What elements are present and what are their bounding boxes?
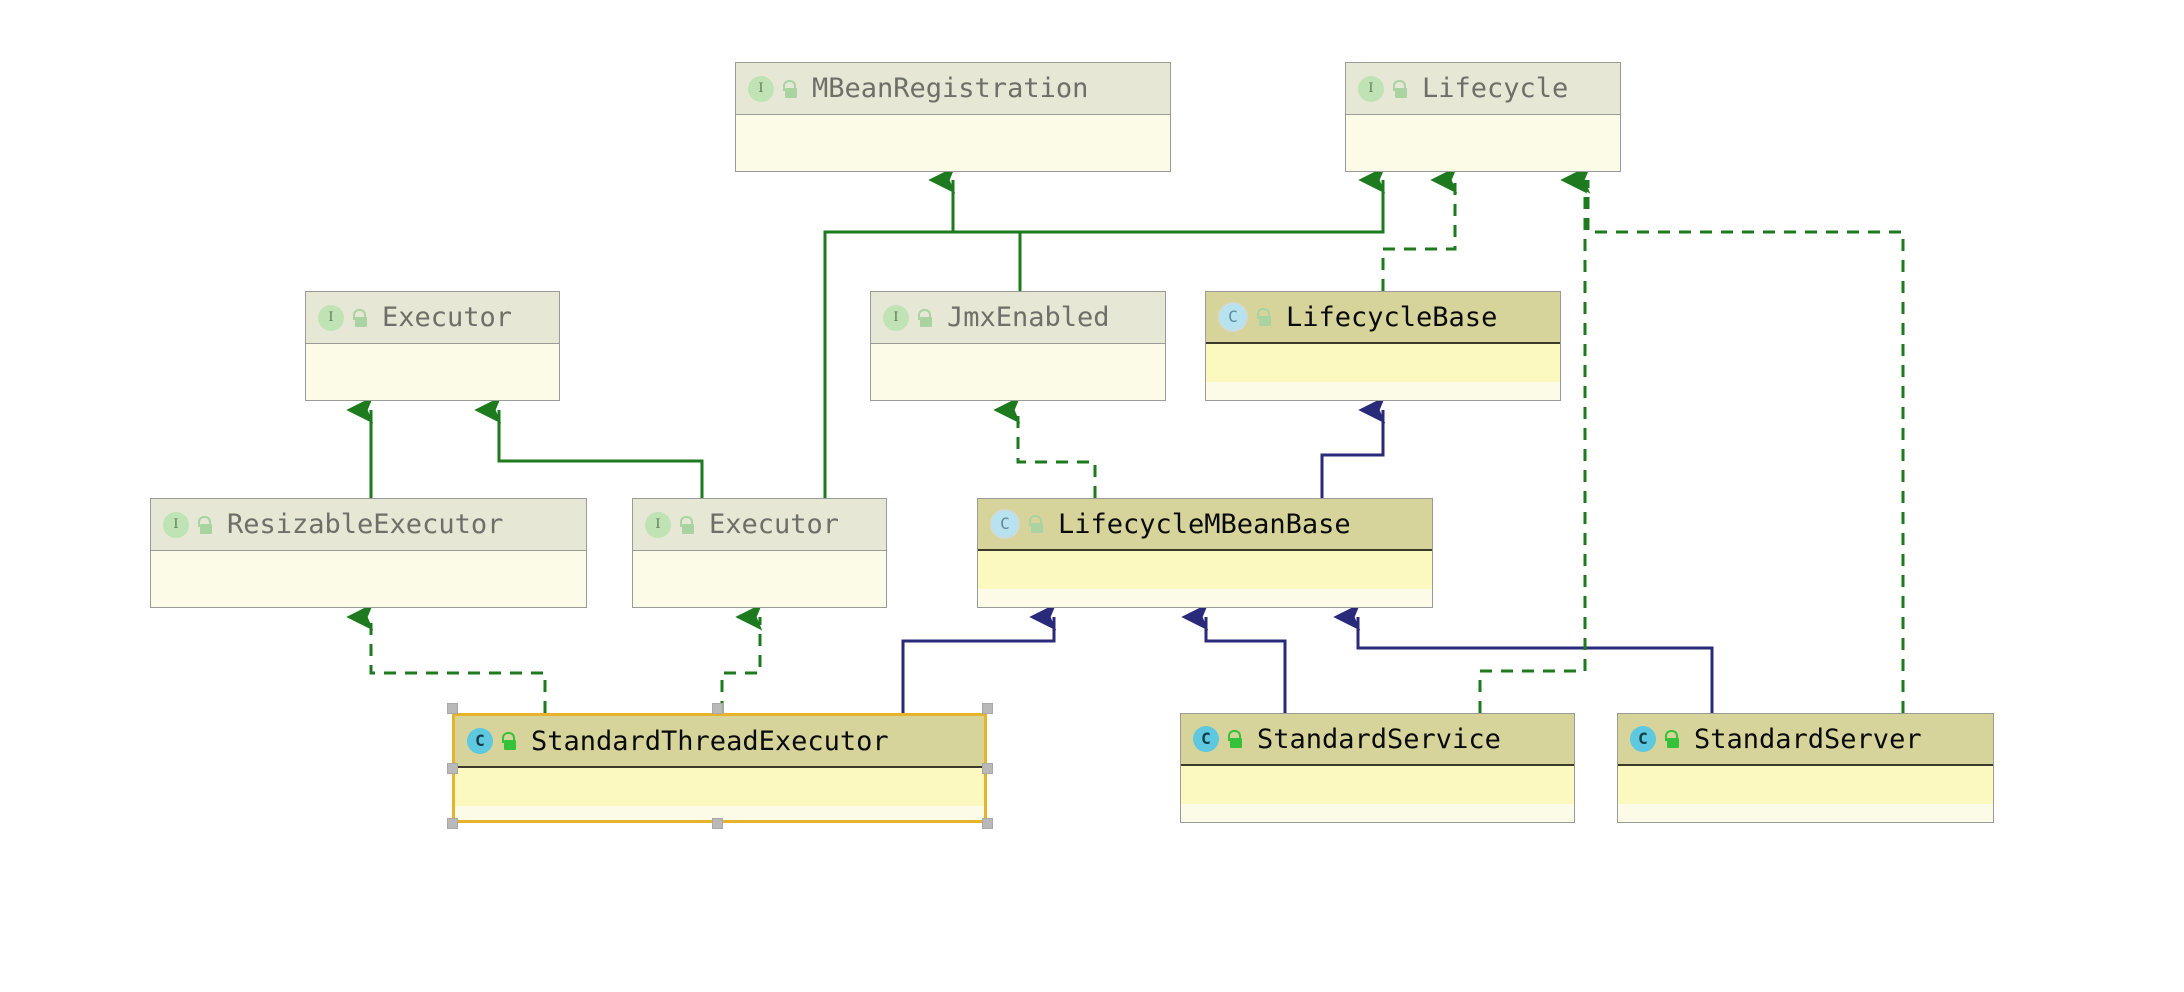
resize-handle-1[interactable] <box>712 703 723 714</box>
edge-lifecyclembeanbase-to-lifecyclebase[interactable] <box>1320 396 1386 498</box>
interface-circle-icon: I <box>318 304 344 331</box>
node-members-compartment <box>1346 115 1620 153</box>
node-title: Executor <box>382 302 513 333</box>
resize-handle-2[interactable] <box>982 703 993 714</box>
edge-executormid-to-executortop[interactable] <box>474 396 704 498</box>
interface-circle-icon: I <box>645 511 671 538</box>
node-members-compartment <box>1181 766 1574 804</box>
node-header: I ResizableExecutor <box>151 499 586 551</box>
edge-standardservice-to-lifecycle[interactable] <box>1478 166 1588 713</box>
node-members-compartment <box>151 551 586 589</box>
edge-jmxenabled-to-mbeanregistration[interactable] <box>928 166 1022 291</box>
node-members-compartment <box>306 344 559 382</box>
node-header: I Lifecycle <box>1346 63 1620 115</box>
node-title: Executor <box>709 509 840 540</box>
edge-standardservice-to-lifecyclembeanbase[interactable] <box>1181 603 1287 713</box>
unlock-icon <box>1026 514 1044 534</box>
node-title: LifecycleBase <box>1286 301 1498 333</box>
edge-lifecyclebase-to-lifecycle[interactable] <box>1381 166 1458 291</box>
unlock-icon <box>350 308 368 328</box>
node-title: LifecycleMBeanBase <box>1058 508 1351 540</box>
class-node-executor-mid[interactable]: I Executor <box>632 498 887 608</box>
unlock-icon <box>780 79 798 99</box>
edge-standardserver-to-lifecyclembeanbase[interactable] <box>1333 603 1714 713</box>
unlock-icon <box>1662 729 1680 749</box>
node-members-compartment <box>871 344 1165 382</box>
node-members-compartment <box>1618 766 1993 804</box>
node-members-compartment <box>455 768 984 806</box>
node-title: StandardServer <box>1694 723 1922 755</box>
unlock-icon <box>499 731 517 751</box>
resize-handle-6[interactable] <box>712 818 723 829</box>
node-header: I JmxEnabled <box>871 292 1165 344</box>
interface-circle-icon: I <box>1358 75 1384 102</box>
node-title: StandardThreadExecutor <box>531 725 889 757</box>
class-node-standardservice[interactable]: C StandardService <box>1180 713 1575 823</box>
unlock-icon <box>1254 307 1272 327</box>
class-node-lifecyclebase[interactable]: C LifecycleBase <box>1205 291 1561 401</box>
class-node-standardthreadexecutor[interactable]: C StandardThreadExecutor <box>452 713 987 823</box>
node-title: Lifecycle <box>1422 73 1569 104</box>
class-node-mbeanregistration[interactable]: I MBeanRegistration <box>735 62 1171 172</box>
node-header: I Executor <box>633 499 886 551</box>
unlock-icon <box>915 308 933 328</box>
node-members-compartment <box>633 551 886 589</box>
interface-circle-icon: I <box>163 511 189 538</box>
node-header: C LifecycleMBeanBase <box>978 499 1432 551</box>
node-header: C StandardService <box>1181 714 1574 766</box>
node-header: C LifecycleBase <box>1206 292 1560 344</box>
edge-standardserver-to-lifecycle[interactable] <box>1563 166 1905 713</box>
interface-circle-icon: I <box>883 304 909 331</box>
abstract-class-circle-icon: C <box>1218 302 1248 332</box>
class-node-standardserver[interactable]: C StandardServer <box>1617 713 1994 823</box>
node-header: C StandardThreadExecutor <box>455 716 984 768</box>
resize-handle-0[interactable] <box>447 703 458 714</box>
unlock-icon <box>677 515 695 535</box>
unlock-icon <box>195 515 213 535</box>
class-circle-icon: C <box>1630 726 1656 752</box>
node-title: StandardService <box>1257 723 1501 755</box>
class-node-resizableexecutor[interactable]: I ResizableExecutor <box>150 498 587 608</box>
node-title: ResizableExecutor <box>227 509 504 540</box>
resize-handle-7[interactable] <box>982 818 993 829</box>
unlock-icon <box>1225 729 1243 749</box>
class-circle-icon: C <box>467 728 493 754</box>
class-node-executor-top[interactable]: I Executor <box>305 291 560 401</box>
class-node-lifecyclembeanbase[interactable]: C LifecycleMBeanBase <box>977 498 1433 608</box>
edge-ste-to-executormid[interactable] <box>720 603 763 713</box>
node-members-compartment <box>1206 344 1560 382</box>
node-header: I MBeanRegistration <box>736 63 1170 115</box>
unlock-icon <box>1390 79 1408 99</box>
node-header: I Executor <box>306 292 559 344</box>
abstract-class-circle-icon: C <box>990 509 1020 539</box>
node-header: C StandardServer <box>1618 714 1993 766</box>
edge-lifecyclembeanbase-to-jmxenabled[interactable] <box>993 396 1097 498</box>
class-circle-icon: C <box>1193 726 1219 752</box>
node-title: MBeanRegistration <box>812 73 1089 104</box>
class-node-lifecycle[interactable]: I Lifecycle <box>1345 62 1621 172</box>
resize-handle-3[interactable] <box>447 763 458 774</box>
class-node-jmxenabled[interactable]: I JmxEnabled <box>870 291 1166 401</box>
node-title: JmxEnabled <box>947 302 1110 333</box>
interface-circle-icon: I <box>748 75 774 102</box>
node-members-compartment <box>736 115 1170 153</box>
resize-handle-5[interactable] <box>447 818 458 829</box>
resize-handle-4[interactable] <box>982 763 993 774</box>
edge-ste-to-resizableexecutor[interactable] <box>346 603 547 713</box>
node-members-compartment <box>978 551 1432 589</box>
edge-ste-to-lifecyclembeanbase[interactable] <box>901 603 1057 713</box>
